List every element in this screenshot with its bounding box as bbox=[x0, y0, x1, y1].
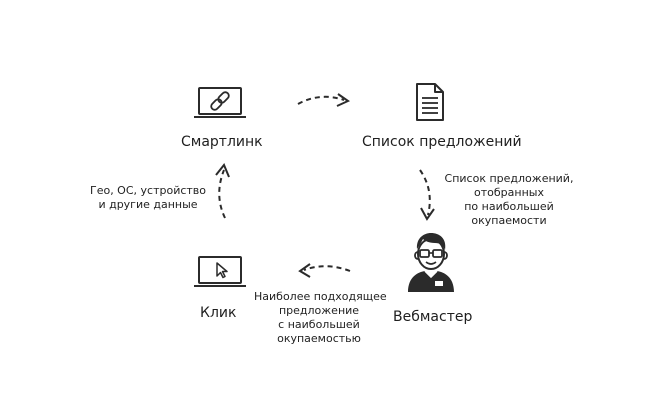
smartlink-label: Смартлинк bbox=[181, 134, 263, 150]
laptop-link-icon bbox=[194, 87, 246, 118]
laptop-cursor-icon bbox=[194, 256, 246, 287]
best-offer-note: Наиболее подходящее предложение с наибол… bbox=[254, 290, 387, 345]
geo-os-device-note: Гео, ОС, устройство и другие данные bbox=[89, 184, 207, 211]
document-icon bbox=[416, 83, 444, 121]
webmaster-label: Вебмастер bbox=[393, 309, 473, 325]
click-label: Клик bbox=[200, 305, 237, 321]
offers-list-label: Список предложений bbox=[362, 134, 522, 150]
person-glasses-icon bbox=[408, 233, 454, 292]
selected-offers-note: Список предложений, отобранных по наибол… bbox=[444, 172, 574, 227]
